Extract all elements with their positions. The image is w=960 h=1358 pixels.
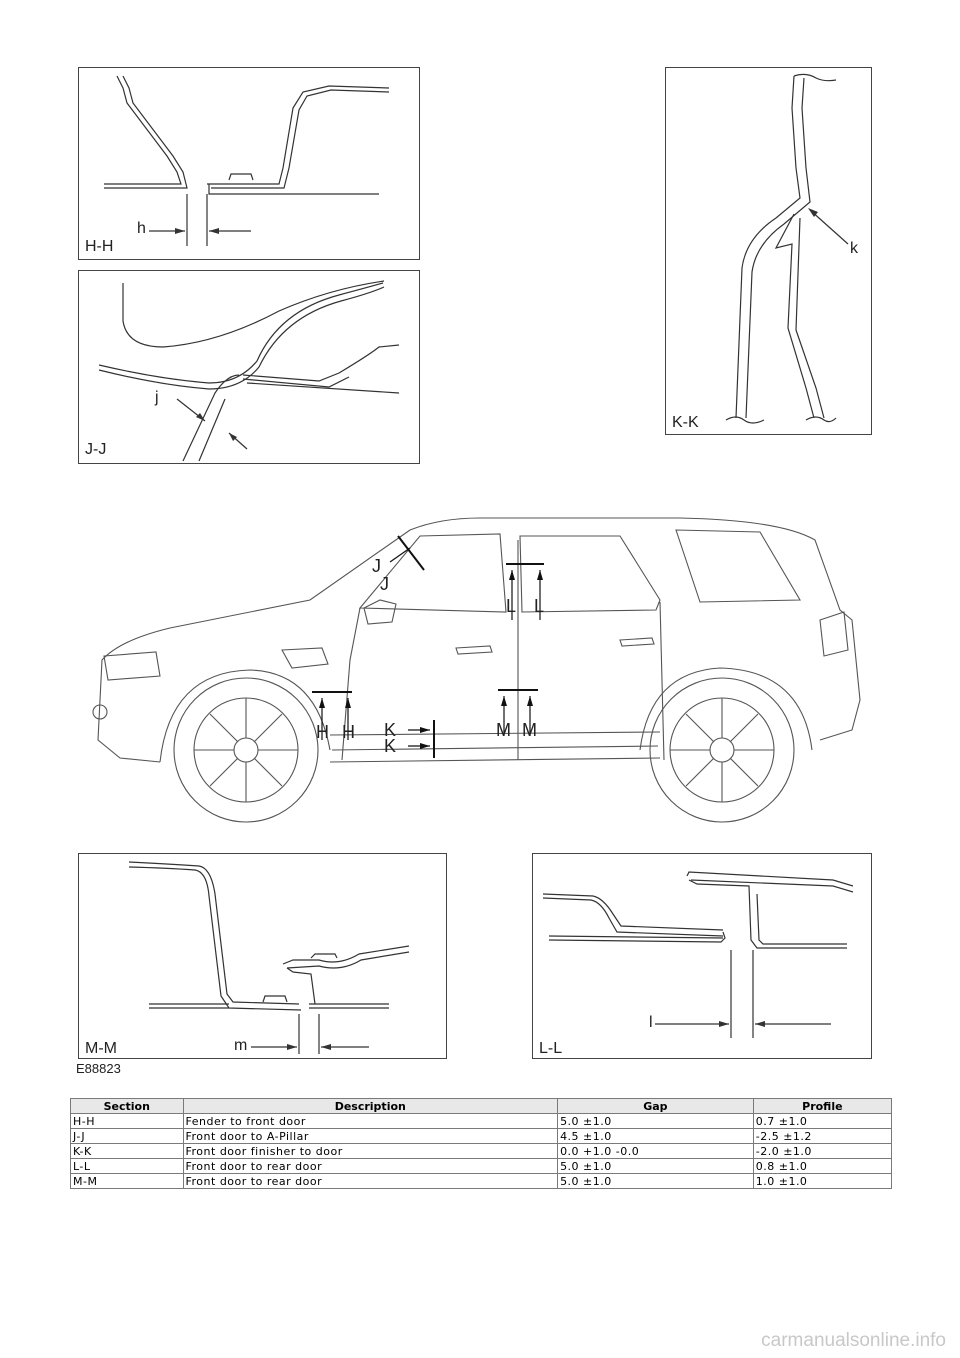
j-j-section-label: J-J xyxy=(85,441,107,458)
k-k-section-label: K-K xyxy=(672,414,699,431)
column-header-section: Section xyxy=(70,1098,184,1114)
marker-m-right: M xyxy=(522,720,537,740)
k-k-gap-callout: k xyxy=(850,240,858,257)
table-row: L-L Front door to rear door 5.0 ±1.0 0.8… xyxy=(70,1158,893,1174)
cell-profile: 0.7 ±1.0 xyxy=(752,1113,893,1129)
table-row: K-K Front door finisher to door 0.0 +1.0… xyxy=(70,1143,893,1159)
m-m-gap-callout: m xyxy=(234,1037,248,1054)
section-diagram-k-k: k K-K xyxy=(665,67,872,435)
table-header-row: Section Description Gap Profile xyxy=(70,1098,893,1114)
l-l-profile-drawing xyxy=(542,871,854,1038)
column-header-description: Description xyxy=(182,1098,559,1114)
cell-section: K-K xyxy=(70,1143,184,1159)
section-diagram-l-l: l L-L xyxy=(532,853,872,1059)
cell-description: Front door to rear door xyxy=(182,1173,559,1189)
cell-gap: 5.0 ±1.0 xyxy=(557,1173,754,1189)
h-h-gap-callout: h xyxy=(137,220,146,237)
cell-section: L-L xyxy=(70,1158,184,1174)
marker-l-left: L xyxy=(506,596,516,616)
column-header-profile: Profile xyxy=(752,1098,893,1114)
j-j-gap-callout: j xyxy=(155,389,159,406)
cell-profile: -2.0 ±1.0 xyxy=(752,1143,893,1159)
section-diagram-j-j: j J-J xyxy=(78,270,420,464)
section-diagram-m-m: m M-M xyxy=(78,853,447,1059)
cell-profile: 0.8 ±1.0 xyxy=(752,1158,893,1174)
cell-profile: -2.5 ±1.2 xyxy=(752,1128,893,1144)
cell-description: Front door to A-Pillar xyxy=(182,1128,559,1144)
vehicle-side-view: J J L L H H K K M M xyxy=(92,517,861,823)
cell-gap: 0.0 +1.0 -0.0 xyxy=(557,1143,754,1159)
marker-l-right: L xyxy=(534,596,544,616)
cell-section: M-M xyxy=(70,1173,184,1189)
h-h-section-label: H-H xyxy=(85,238,114,255)
cell-gap: 5.0 ±1.0 xyxy=(557,1113,754,1129)
k-k-profile-drawing xyxy=(725,73,849,424)
cell-description: Front door finisher to door xyxy=(182,1143,559,1159)
marker-j-upper: J xyxy=(372,556,381,576)
column-header-gap: Gap xyxy=(557,1098,754,1114)
figure-id: E88823 xyxy=(76,1061,121,1076)
cell-gap: 4.5 ±1.0 xyxy=(557,1128,754,1144)
table-row: M-M Front door to rear door 5.0 ±1.0 1.0… xyxy=(70,1173,893,1189)
table-row: J-J Front door to A-Pillar 4.5 ±1.0 -2.5… xyxy=(70,1128,893,1144)
cell-section: J-J xyxy=(70,1128,184,1144)
marker-k-upper: K xyxy=(384,720,396,740)
cell-gap: 5.0 ±1.0 xyxy=(557,1158,754,1174)
j-j-profile-drawing xyxy=(98,280,400,462)
cell-description: Fender to front door xyxy=(182,1113,559,1129)
m-m-section-label: M-M xyxy=(85,1040,117,1057)
marker-h-left: H xyxy=(316,722,329,742)
marker-h-right: H xyxy=(342,722,355,742)
l-l-gap-callout: l xyxy=(649,1014,653,1031)
cell-profile: 1.0 ±1.0 xyxy=(752,1173,893,1189)
marker-m-left: M xyxy=(496,720,511,740)
site-watermark: carmanualsonline.info xyxy=(761,1330,946,1351)
marker-k-lower: K xyxy=(384,736,396,756)
table-row: H-H Fender to front door 5.0 ±1.0 0.7 ±1… xyxy=(70,1113,893,1129)
h-h-profile-drawing xyxy=(104,75,390,246)
marker-j-lower: J xyxy=(380,574,389,594)
l-l-section-label: L-L xyxy=(539,1040,563,1057)
m-m-profile-drawing xyxy=(128,861,410,1054)
cell-section: H-H xyxy=(70,1113,184,1129)
cell-description: Front door to rear door xyxy=(182,1158,559,1174)
gap-profile-table: Section Description Gap Profile H-H Fend… xyxy=(70,1098,893,1189)
section-diagram-h-h: h H-H xyxy=(78,67,420,260)
